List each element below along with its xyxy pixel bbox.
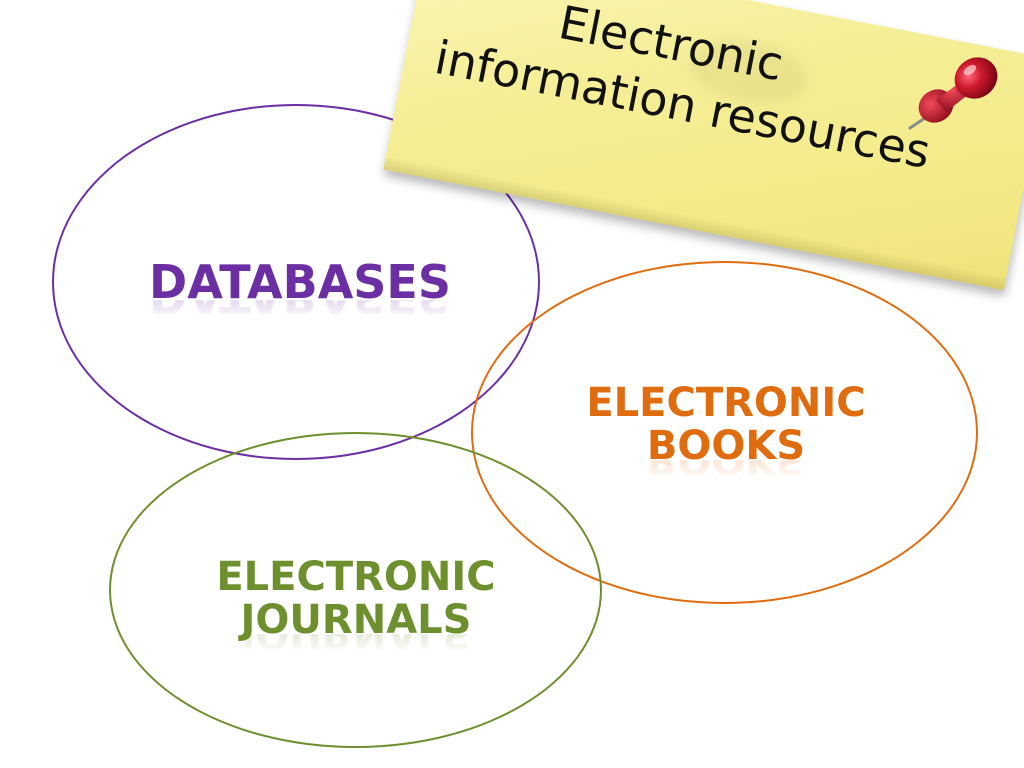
electronic-books-label: ELECTRONIC BOOKS BOOKS <box>566 380 886 480</box>
electronic-books-label-line2: BOOKS <box>646 423 806 470</box>
electronic-books-label-reflection: BOOKS <box>566 460 886 480</box>
electronic-journals-label-line2: JOURNALS <box>240 597 472 644</box>
electronic-books-label-line1: ELECTRONIC <box>586 380 866 426</box>
electronic-journals-label-line1: ELECTRONIC <box>216 554 496 600</box>
databases-label: DATABASES DATABASES <box>140 255 460 320</box>
electronic-books-ellipse <box>471 261 978 604</box>
pushpin-icon <box>908 57 998 130</box>
electronic-journals-ellipse <box>109 432 602 748</box>
electronic-journals-label: ELECTRONIC JOURNALS JOURNALS <box>196 554 516 654</box>
databases-label-line1: DATABASES <box>149 255 451 309</box>
databases-label-reflection: DATABASES <box>140 300 460 320</box>
electronic-journals-label-reflection: JOURNALS <box>196 634 516 654</box>
